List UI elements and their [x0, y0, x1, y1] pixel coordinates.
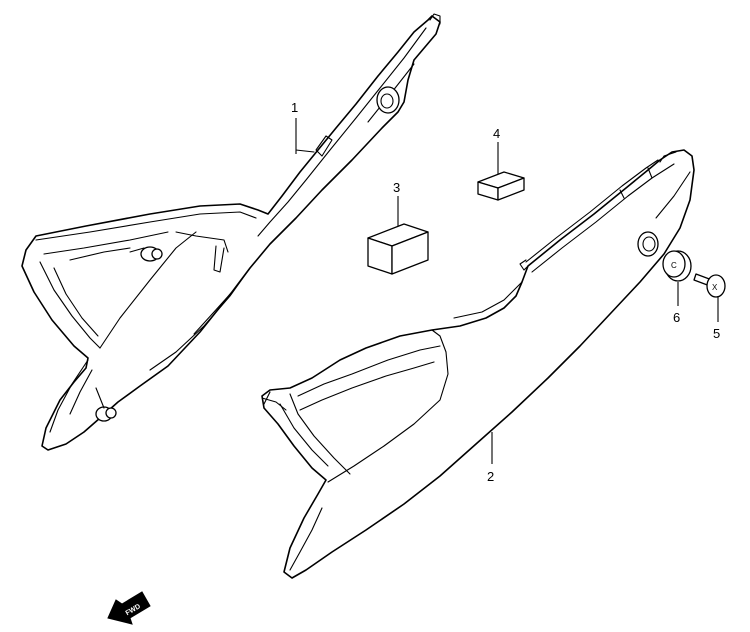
callout-1: 1	[291, 100, 298, 115]
part-6-grommet: C	[662, 250, 692, 282]
callout-6: 6	[673, 310, 680, 325]
callout-5: 5	[713, 326, 720, 341]
callout-3: 3	[393, 180, 400, 195]
screw-letter: X	[712, 283, 718, 292]
callout-2: 2	[487, 469, 494, 484]
fwd-arrow-icon	[107, 591, 151, 625]
part-2-frame-cover-right	[261, 149, 695, 579]
fwd-direction-badge: FWD	[107, 591, 151, 625]
part-4-cushion-small	[477, 171, 525, 201]
callout-4: 4	[493, 126, 500, 141]
callout-labels: 1 2 3 4 5 6	[291, 100, 720, 484]
part-3-cushion	[367, 223, 429, 275]
grommet-letter: C	[671, 261, 677, 270]
part-1-frame-cover-left	[21, 13, 441, 451]
leader-lines	[295, 118, 719, 464]
part-5-screw: X	[693, 273, 726, 298]
